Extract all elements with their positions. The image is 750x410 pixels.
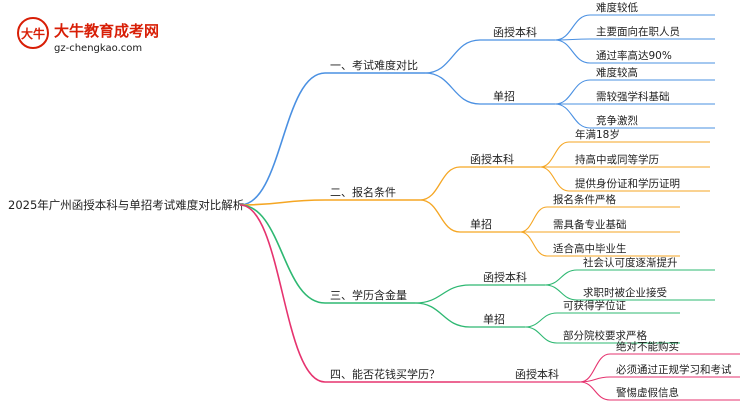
connector-line [554,39,591,64]
sub-topic-label: 函授本科 [515,367,559,381]
leaf-label: 可获得学位证 [563,299,626,312]
connector-line [424,39,481,74]
logo-badge-icon [17,17,49,49]
connector-line [579,376,611,383]
sub-topic-label: 单招 [470,217,492,231]
leaf-label: 警惕虚假信息 [616,386,679,399]
branch-label: 二、报名条件 [330,185,396,199]
leaf-label: 主要面向在职人员 [596,25,680,38]
logo-badge-glyph: 大牛 [21,26,45,41]
leaf-label: 绝对不能购买 [616,340,679,353]
leaf-label: 社会认可度逐渐提升 [583,256,678,269]
leaf-item: 主要面向在职人员 [554,25,715,41]
leaf-label: 难度较高 [596,66,638,79]
leaf-label: 求职时被企业接受 [583,286,667,299]
connector-line [519,231,548,257]
branch-label: 四、能否花钱买学历？ [330,367,440,381]
leaf-label: 报名条件严格 [553,193,616,206]
connector-line [539,141,570,168]
branch-label: 一、考试难度对比 [330,58,418,72]
leaf-item: 适合高中毕业生 [519,231,680,257]
leaf-item: 持高中或同等学历 [540,153,710,168]
connector-line [554,79,591,105]
leaf-item: 报名条件严格 [519,193,680,233]
leaf-item: 年满18岁 [539,128,710,168]
connector-line [519,206,548,233]
connector-line [544,284,578,301]
leaf-label: 需具备专业基础 [553,218,627,231]
site-logo: 大牛大牛教育成考网 gz-chengkao.com [17,17,159,54]
leaf-item: 求职时被企业接受 [544,284,715,301]
connector-line [524,312,558,328]
connector-line [239,199,326,206]
connector-line [579,381,611,401]
connector-line [419,166,461,201]
sub-topic-label: 函授本科 [493,25,537,39]
leaf-item: 部分院校要求严格 [524,326,680,344]
leaf-item: 难度较低 [554,1,715,41]
leaf-item: 绝对不能购买 [579,340,740,383]
leaf-item: 通过率高达90% [554,39,715,64]
leaf-label: 提供身份证和学历证明 [575,177,680,190]
connector-line [414,302,471,328]
leaf-label: 难度较低 [596,1,638,14]
sub-topic-label: 函授本科 [483,270,527,284]
leaf-label: 需较强学科基础 [596,90,670,103]
leaf-item: 难度较高 [554,66,715,105]
sub-topic-label: 单招 [483,312,505,326]
leaf-label: 竞争激烈 [596,114,638,127]
leaf-label: 通过率高达90% [596,49,672,62]
connector-line [419,199,461,233]
leaf-item: 提供身份证和学历证明 [539,166,710,192]
leaf-label: 必须通过正规学习和考试 [616,363,732,376]
connector-line [544,269,578,286]
leaf-label: 持高中或同等学历 [575,153,659,166]
connector-line [579,353,611,383]
branch-1: 一、考试难度对比函授本科难度较低主要面向在职人员通过率高达90%单招难度较高需较… [239,1,715,206]
leaf-label: 适合高中毕业生 [553,242,627,255]
branch-label: 三、学历含金量 [330,288,407,302]
leaf-item: 社会认可度逐渐提升 [544,256,715,286]
connector-line [539,166,570,192]
connector-line [239,204,326,383]
connector-line [239,204,326,304]
logo-title: 大牛教育成考网 [54,22,159,40]
leaf-item: 警惕虚假信息 [579,381,740,401]
sub-topic-label: 函授本科 [470,152,514,166]
leaf-item: 需较强学科基础 [554,90,715,105]
connector-line [524,326,558,344]
leaf-item: 必须通过正规学习和考试 [579,363,740,383]
leaf-item: 可获得学位证 [524,299,680,328]
branch-3: 三、学历含金量函授本科社会认可度逐渐提升求职时被企业接受单招可获得学位证部分院校… [239,204,715,344]
leaf-item: 需具备专业基础 [519,218,680,233]
connector-line [424,72,481,105]
connector-line [239,72,326,206]
logo-url: gz-chengkao.com [54,43,142,54]
sub-topic-label: 单招 [493,89,515,103]
connector-line [554,103,591,129]
leaf-label: 部分院校要求严格 [563,329,647,342]
root-topic: 2025年广州函授本科与单招考试难度对比解析 [8,198,244,212]
leaf-label: 年满18岁 [575,128,620,141]
connector-line [414,284,471,304]
connector-line [554,14,591,41]
leaf-item: 竞争激烈 [554,103,715,129]
